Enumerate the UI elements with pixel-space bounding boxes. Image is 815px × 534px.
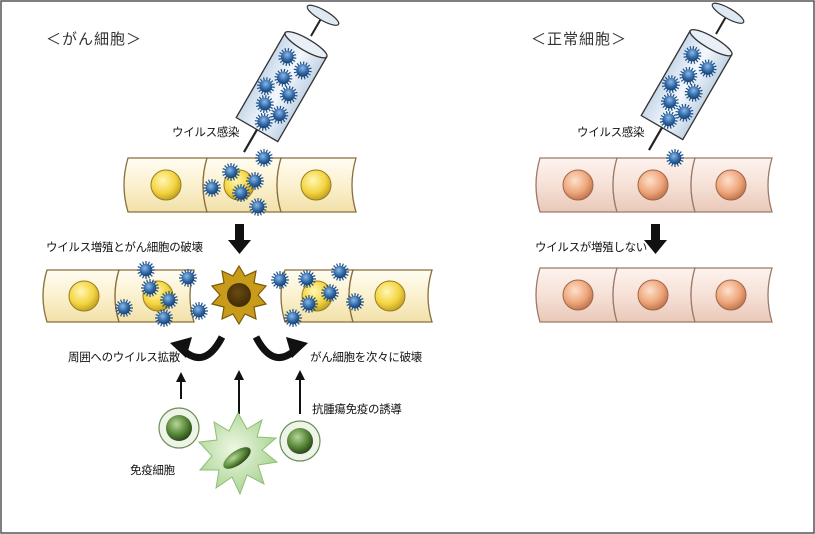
- cancer-cell-row-top: [123, 148, 357, 217]
- serial-destruction-label: がん細胞を次々に破壊: [310, 350, 422, 364]
- normal-panel-title: ＜正常細胞＞: [531, 30, 628, 48]
- cancer-replication-label: ウイルス増殖とがん細胞の破壊: [46, 240, 203, 254]
- antitumor-immunity-label: 抗腫瘍免疫の誘導: [312, 402, 402, 416]
- arrow-down-icon-normal: [644, 224, 667, 254]
- curved-arrow-left-head: [170, 337, 192, 358]
- dendritic-cell: [197, 411, 279, 496]
- syringe-icon-normal: [640, 2, 745, 151]
- normal-cell-row-bottom: [535, 267, 773, 323]
- normal-cell-row-top: [535, 148, 773, 213]
- arrow-down-icon: [228, 224, 251, 254]
- immune-cells-label: 免疫細胞: [130, 463, 175, 477]
- virus-spread-label: 周囲へのウイルス拡散: [68, 350, 180, 364]
- cancer-panel-title: ＜がん細胞＞: [46, 30, 143, 48]
- virus-icon: [254, 148, 274, 168]
- curved-arrow-right-head: [286, 337, 308, 358]
- cancer-cell-row-bottom: [42, 260, 433, 328]
- cancer-infection-label: ウイルス感染: [172, 125, 240, 139]
- arrow-up-icon: [180, 378, 301, 414]
- immune-cell-right: [279, 420, 321, 462]
- immune-cell-left: [158, 407, 200, 449]
- dying-cancer-cell: [210, 264, 268, 326]
- normal-infection-label: ウイルス感染: [577, 125, 645, 139]
- normal-no-replication-label: ウイルスが増殖しない: [535, 240, 647, 254]
- virus-icon-normal: [665, 148, 685, 168]
- syringe-icon: [235, 4, 340, 153]
